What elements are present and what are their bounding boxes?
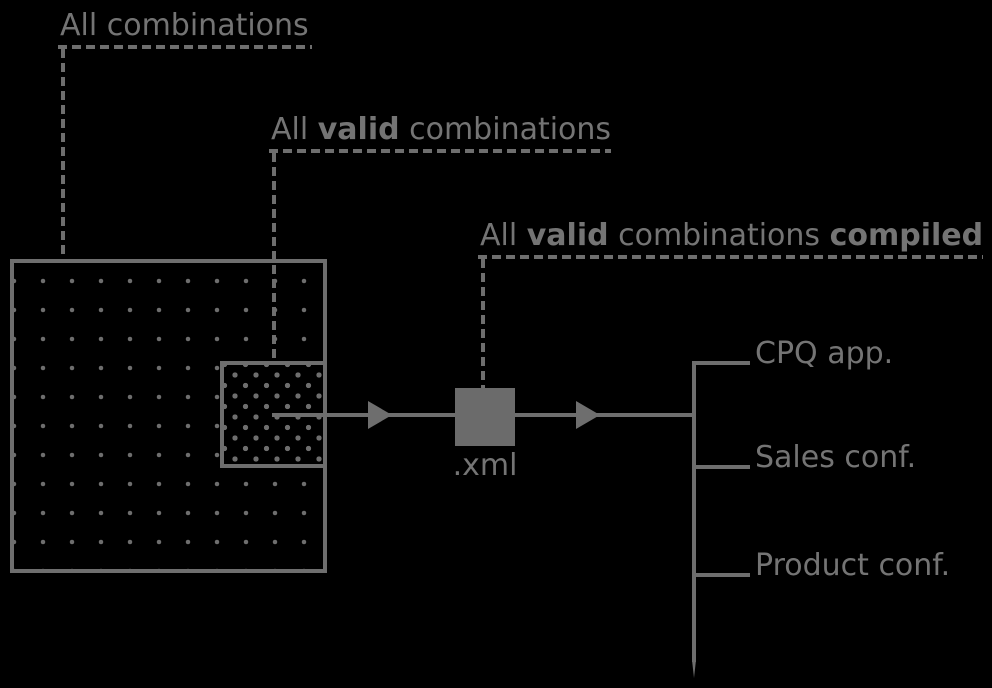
compiled-label-bold2: compiled (829, 218, 984, 253)
all-combinations-connector-line (61, 49, 65, 259)
valid-combinations-underline (269, 149, 611, 153)
xml-label: .xml (452, 448, 518, 483)
output-bracket-line (692, 361, 696, 662)
compiled-label: All valid combinations compiled (480, 220, 983, 252)
flow-line-xml-to-outputs (515, 413, 694, 417)
valid-combinations-label-bold: valid (317, 112, 400, 147)
output-label-cpq-app: CPQ app. (755, 336, 894, 371)
compiled-connector-line (481, 259, 485, 388)
bracket-branch-sales (692, 465, 750, 469)
arrow-right-icon (576, 401, 600, 429)
compiled-label-part2: combinations (608, 218, 830, 253)
valid-combinations-connector-line (272, 153, 276, 361)
arrow-right-icon (368, 401, 392, 429)
valid-combinations-label: All valid combinations (271, 114, 611, 146)
bracket-tail-icon (692, 660, 696, 678)
valid-combinations-label-part2: combinations (399, 112, 612, 147)
compiled-underline (478, 255, 983, 259)
all-combinations-label-text: All combinations (60, 8, 309, 43)
output-label-product-conf: Product conf. (755, 548, 951, 583)
bracket-branch-product (692, 573, 750, 577)
valid-combinations-label-part1: All (271, 112, 318, 147)
compiled-label-part1: All (480, 218, 527, 253)
compiled-label-bold1: valid (526, 218, 609, 253)
bracket-branch-cpq (692, 361, 750, 365)
all-combinations-box (10, 259, 327, 573)
xml-box (455, 388, 515, 446)
all-combinations-label: All combinations (60, 10, 309, 42)
flow-line-subset-to-xml (272, 413, 455, 417)
all-combinations-underline (58, 45, 312, 49)
output-label-sales-conf: Sales conf. (755, 440, 917, 475)
